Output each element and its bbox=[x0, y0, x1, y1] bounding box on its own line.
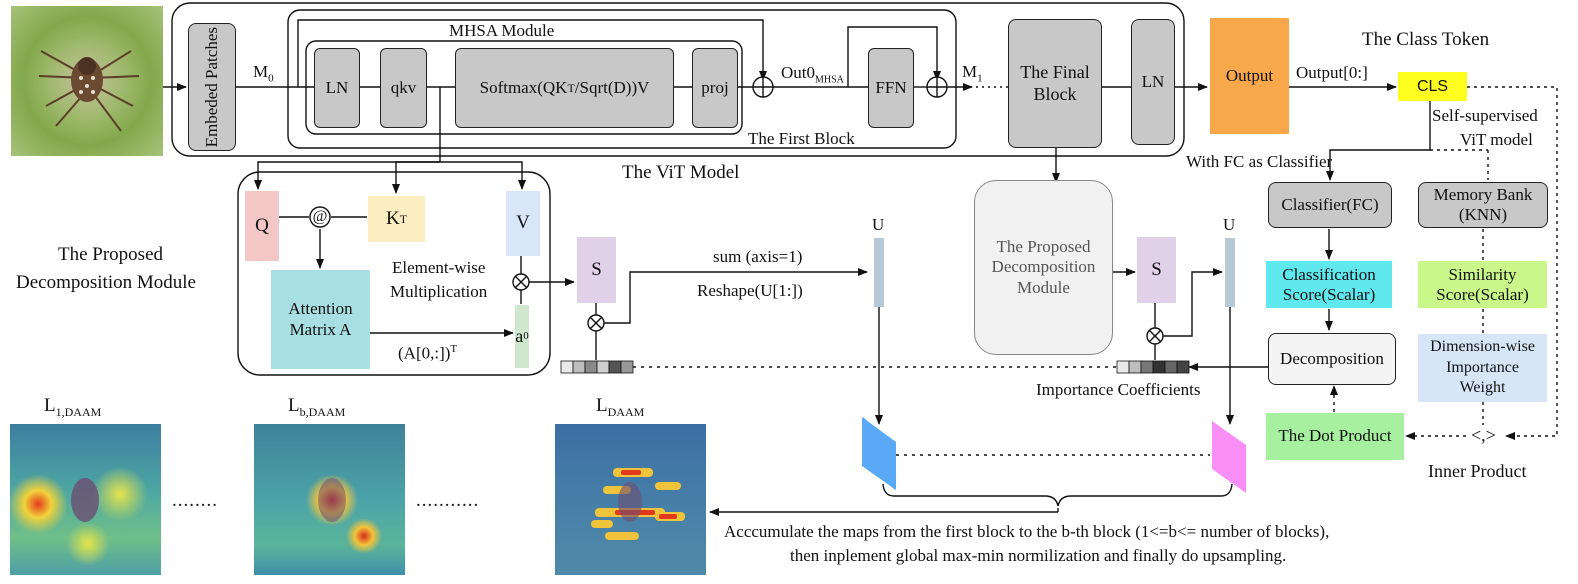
lb-daam-label: Lb,DAAM bbox=[288, 395, 346, 419]
decomposition-box: Decomposition bbox=[1268, 333, 1396, 385]
reshape-label: Reshape(U[1:]) bbox=[697, 281, 803, 300]
ldaam-label: LDAAM bbox=[596, 395, 645, 419]
at-symbol: @ bbox=[312, 208, 328, 226]
qkv-box: qkv bbox=[380, 48, 427, 128]
embedded-patches-label: Embeded Patches bbox=[201, 26, 221, 148]
vit-model-label: The ViT Model bbox=[622, 162, 740, 183]
decomp-title-1: The Proposed bbox=[58, 244, 164, 265]
ellipsis-2: ........... bbox=[416, 490, 480, 511]
m1-label: M1 bbox=[962, 62, 983, 85]
output-slice-label: Output[0:] bbox=[1296, 63, 1368, 82]
elementwise-label-1: Element-wise bbox=[392, 258, 486, 277]
inner-product-symbol: <,> bbox=[1471, 425, 1496, 445]
importance-coefficients-label: Importance Coefficients bbox=[1036, 380, 1201, 399]
sum-axis-label: sum (axis=1) bbox=[713, 247, 803, 266]
elementwise-label-2: Multiplication bbox=[390, 282, 488, 301]
ln-box-1: LN bbox=[314, 48, 360, 128]
caption-line-2: then inplement global max-min normilizat… bbox=[790, 546, 1287, 565]
s-box: S bbox=[577, 237, 616, 303]
output-box: Output bbox=[1210, 18, 1289, 134]
out0-mhsa-label: Out0MHSA bbox=[781, 63, 844, 86]
q-box: Q bbox=[245, 191, 279, 261]
ellipsis-1: ........ bbox=[172, 490, 218, 511]
v-box: V bbox=[506, 191, 540, 256]
inner-product-label: Inner Product bbox=[1428, 461, 1527, 481]
mhsa-title: MHSA Module bbox=[449, 21, 555, 40]
class-token-title: The Class Token bbox=[1362, 29, 1490, 50]
heatmap-ldaam bbox=[555, 424, 706, 575]
self-supervised-label-2: ViT model bbox=[1460, 130, 1533, 149]
spider-photo bbox=[11, 6, 163, 156]
heatmap-l1 bbox=[10, 424, 161, 575]
heatmap-lb bbox=[254, 424, 405, 575]
ffn-box: FFN bbox=[868, 48, 914, 128]
classifier-fc-box: Classifier(FC) bbox=[1268, 182, 1392, 228]
dot-product-box: The Dot Product bbox=[1266, 413, 1404, 460]
self-supervised-label-1: Self-supervised bbox=[1432, 106, 1538, 125]
a-row-transpose-label: (A[0,:])T bbox=[398, 343, 458, 363]
u-label-2: U bbox=[1223, 215, 1236, 234]
ln-box-2: LN bbox=[1131, 19, 1175, 145]
s-box-2: S bbox=[1137, 237, 1176, 303]
memory-bank-box: Memory Bank(KNN) bbox=[1418, 182, 1548, 228]
proj-box: proj bbox=[692, 48, 738, 128]
caption-line-1: Acccumulate the maps from the first bloc… bbox=[724, 522, 1330, 541]
with-fc-label: With FC as Classifier bbox=[1186, 152, 1333, 171]
u-label-1: U bbox=[872, 215, 885, 234]
embedded-patches-box: Embeded Patches bbox=[188, 23, 236, 151]
m0-label: M0 bbox=[253, 62, 274, 85]
l1-daam-label: L1,DAAM bbox=[44, 395, 102, 419]
cls-token-box: CLS bbox=[1398, 72, 1467, 101]
first-block-label: The First Block bbox=[748, 129, 855, 148]
decomp-title-2: Decomposition Module bbox=[16, 272, 196, 293]
final-block-box: The Final Block bbox=[1008, 19, 1102, 148]
